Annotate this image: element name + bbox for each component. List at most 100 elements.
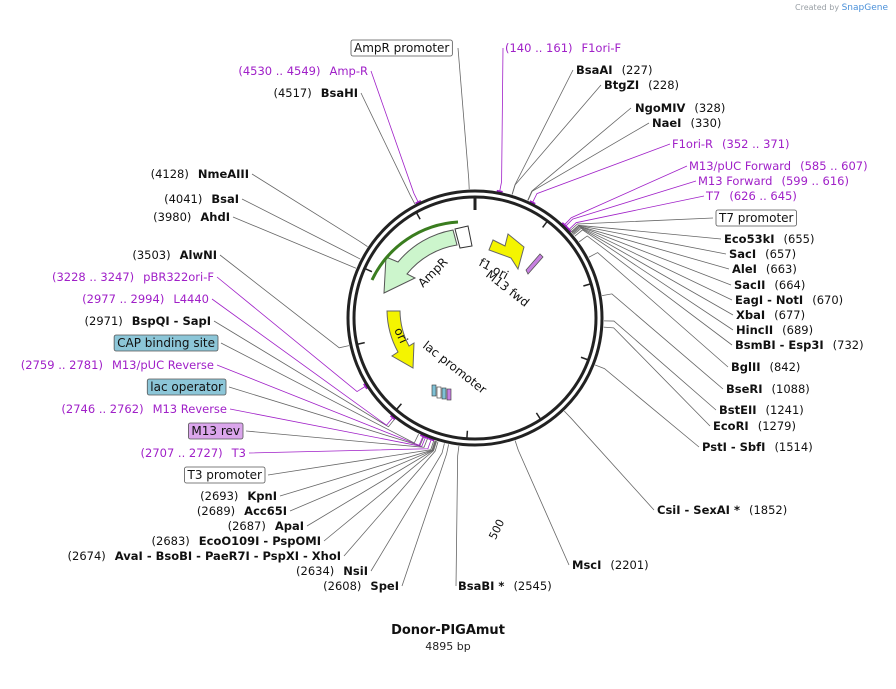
- site-label-lac-operator[interactable]: lac operator: [146, 378, 227, 396]
- leader-eagi-noti: [572, 226, 733, 301]
- leader-bsabi: [455, 445, 460, 587]
- site-position: (2977 .. 2994): [82, 292, 164, 306]
- site-position: (2971): [85, 314, 123, 328]
- site-label-saci[interactable]: SacI(657): [729, 247, 796, 261]
- leader-msci: [514, 440, 570, 566]
- site-name: M13/pUC Forward: [689, 159, 791, 173]
- site-label-bsteii[interactable]: BstEII (1241): [719, 403, 804, 417]
- site-name: M13 Reverse: [153, 402, 227, 416]
- site-label-bspqi-sapi[interactable]: (2971) BspQI - SapI: [85, 314, 211, 328]
- site-label-text: (4128)NmeAIII: [151, 167, 249, 181]
- site-label-amp-r[interactable]: (4530 .. 4549)Amp-R: [238, 64, 368, 78]
- site-label-nmeaiii[interactable]: (4128)NmeAIII: [151, 167, 249, 181]
- site-label-m13-reverse[interactable]: (2746 .. 2762)M13 Reverse: [61, 402, 227, 416]
- leader-xbai: [573, 227, 734, 316]
- site-label-ecoo109i-pspomi[interactable]: (2683)EcoO109I - PspOMI: [152, 534, 321, 548]
- site-label-xbai[interactable]: XbaI(677): [736, 308, 805, 322]
- site-name: pBR322ori-F: [143, 270, 214, 284]
- feature-ori-arrow[interactable]: [386, 310, 415, 369]
- site-position: (1241): [766, 403, 804, 417]
- site-label-nsii[interactable]: (2634)NsiI: [296, 564, 368, 578]
- site-name: BtgZI: [604, 78, 639, 92]
- site-label-l4440[interactable]: (2977 .. 2994)L4440: [82, 292, 209, 306]
- tick-mark-1000: [583, 283, 592, 287]
- site-label-bsahi[interactable]: (4517)BsaHI: [273, 86, 358, 100]
- site-label-text: BsmBI - Esp3I(732): [735, 338, 864, 352]
- site-label-eco53ki[interactable]: Eco53kI(655): [724, 232, 814, 246]
- site-position: (2693): [200, 489, 238, 503]
- leader-ecori: [603, 326, 711, 427]
- site-label-text: BsaAI(227): [576, 63, 653, 77]
- site-label-eagi-noti[interactable]: EagI - NotI(670): [735, 293, 843, 307]
- feature-ampr-arrow[interactable]: [383, 229, 458, 294]
- site-label-ecori[interactable]: EcoRI(1279): [713, 419, 796, 433]
- site-label-pbr322ori-f[interactable]: (3228 .. 3247)pBR322ori-F: [52, 270, 214, 284]
- site-label-bsabi[interactable]: BsaBI *(2545): [458, 579, 552, 593]
- site-label-apai[interactable]: (2687)ApaI: [228, 519, 304, 533]
- site-name: BspQI - SapI: [132, 314, 211, 328]
- site-label-csii-sexai[interactable]: CsiI - SexAI *(1852): [657, 503, 787, 517]
- site-name: XbaI: [736, 308, 765, 322]
- site-label-kpni[interactable]: (2693)KpnI: [200, 489, 277, 503]
- site-position: (2674): [68, 549, 106, 563]
- site-name: BsaBI *: [458, 579, 504, 593]
- site-label-cap-binding-site[interactable]: CAP binding site: [113, 334, 219, 352]
- site-label-text: BstEII (1241): [719, 403, 804, 417]
- leader-bsahi: [360, 92, 416, 205]
- site-label-bseri[interactable]: BseRI(1088): [726, 382, 810, 396]
- site-label-bglii[interactable]: BglII(842): [731, 360, 800, 374]
- site-label-text: HincII(689): [736, 323, 813, 337]
- site-label-t7-promoter[interactable]: T7 promoter: [715, 209, 797, 227]
- leader-naei: [527, 122, 650, 201]
- site-label-psti-sbfi[interactable]: PstI - SbfI(1514): [702, 440, 813, 454]
- site-label-alwni[interactable]: (3503)AlwNI: [132, 248, 217, 262]
- plasmid-size: 4895 bp: [425, 640, 471, 653]
- site-label-m13-puc-forward[interactable]: M13/pUC Forward(585 .. 607): [689, 159, 868, 173]
- feature-box-text: CAP binding site: [117, 336, 215, 350]
- site-name: CsiI - SexAI *: [657, 503, 740, 517]
- site-label-t3[interactable]: (2707 .. 2727)T3: [141, 446, 246, 460]
- site-label-m13-forward[interactable]: M13 Forward(599 .. 616): [698, 174, 849, 188]
- feature-m13-fwd-arrow[interactable]: [525, 253, 544, 275]
- site-label-bsmbi-esp3i[interactable]: BsmBI - Esp3I(732): [735, 338, 864, 352]
- site-name: BstEII: [719, 403, 757, 417]
- site-label-text: (3228 .. 3247)pBR322ori-F: [52, 270, 214, 284]
- site-label-f1ori-f[interactable]: (140 .. 161)F1ori-F: [505, 41, 621, 55]
- site-label-msci[interactable]: MscI(2201): [572, 558, 649, 572]
- site-position: (3980): [153, 210, 191, 224]
- site-label-naei[interactable]: NaeI(330): [652, 116, 721, 130]
- site-position: (330): [690, 116, 721, 130]
- site-label-btgzi[interactable]: BtgZI (228): [604, 78, 679, 92]
- site-label-text: AleI(663): [732, 262, 797, 276]
- site-label-hincii[interactable]: HincII(689): [736, 323, 813, 337]
- site-label-sacii[interactable]: SacII(664): [734, 278, 805, 292]
- site-label-text: (3980)AhdI: [153, 210, 230, 224]
- site-label-m13-puc-reverse[interactable]: (2759 .. 2781)M13/pUC Reverse: [21, 358, 214, 372]
- site-label-acc65i[interactable]: (2689)Acc65I: [197, 504, 287, 518]
- site-label-ahdi[interactable]: (3980)AhdI: [153, 210, 230, 224]
- site-label-ngomiv[interactable]: NgoMIV(328): [635, 101, 725, 115]
- leader-ecoo109i-pspomi: [323, 441, 437, 542]
- leader-t7: [568, 195, 705, 230]
- site-label-bsai[interactable]: (4041)BsaI: [164, 192, 239, 206]
- site-label-avai-bsobi-paer7i-pspxi-xhoi[interactable]: (2674)AvaI - BsoBI - PaeR7I - PspXI - Xh…: [68, 549, 341, 563]
- site-name: MscI: [572, 558, 601, 572]
- feature-lac-cluster[interactable]: [431, 384, 452, 401]
- site-position: (228): [648, 78, 679, 92]
- feature-ampr-promoter[interactable]: [454, 225, 473, 249]
- feature-box: [146, 378, 227, 396]
- site-label-t7[interactable]: T7(626 .. 645): [705, 189, 797, 203]
- site-label-m13-rev[interactable]: M13 rev: [188, 422, 244, 440]
- leader-m13-puc-forward: [564, 165, 688, 226]
- site-label-t3-promoter[interactable]: T3 promoter: [184, 466, 266, 484]
- site-label-f1ori-r[interactable]: F1ori-R(352 .. 371): [672, 137, 790, 151]
- site-label-ampr-promoter[interactable]: AmpR promoter: [350, 39, 453, 57]
- site-label-alei[interactable]: AleI(663): [732, 262, 797, 276]
- site-label-spei[interactable]: (2608)SpeI: [323, 579, 399, 593]
- tick-mark-2000: [535, 412, 542, 420]
- feature-f1-ori-arrow[interactable]: [488, 233, 525, 271]
- site-label-bsaai[interactable]: BsaAI(227): [576, 63, 653, 77]
- site-label-text: (2689)Acc65I: [197, 504, 287, 518]
- site-position: (657): [765, 247, 796, 261]
- leader-m13-forward: [565, 180, 697, 227]
